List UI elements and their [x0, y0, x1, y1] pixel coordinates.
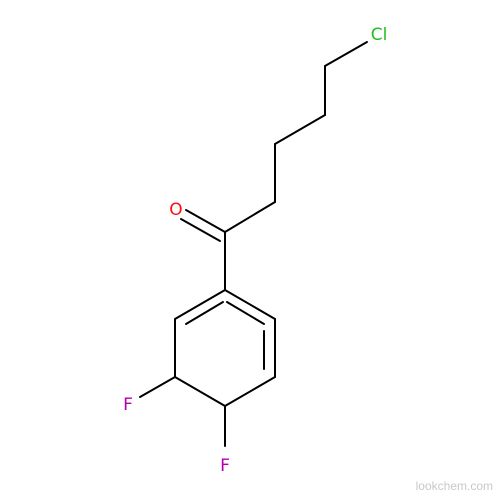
ring-bond-3 [224, 376, 276, 407]
ring-inner-bond-1 [226, 301, 265, 325]
bond-cl-c5 [324, 41, 368, 67]
bond-c4-c3 [274, 114, 326, 145]
ring-bond-1 [224, 289, 276, 320]
ring-inner-bond-3 [185, 301, 224, 325]
atom-fluorine-3-label: F [123, 395, 133, 415]
bond-c2-c1 [224, 201, 276, 233]
bond-c3-f [139, 376, 176, 398]
bond-c1-o-b [180, 218, 221, 242]
atom-chlorine-label: Cl [371, 25, 388, 45]
ring-bond-4 [174, 376, 226, 407]
watermark-text: lookchem.com [416, 479, 493, 493]
bond-c1-o-a [185, 209, 226, 233]
ring-bond-6 [174, 289, 226, 320]
atom-oxygen-label: O [169, 200, 182, 220]
atom-fluorine-4-label: F [220, 456, 230, 476]
